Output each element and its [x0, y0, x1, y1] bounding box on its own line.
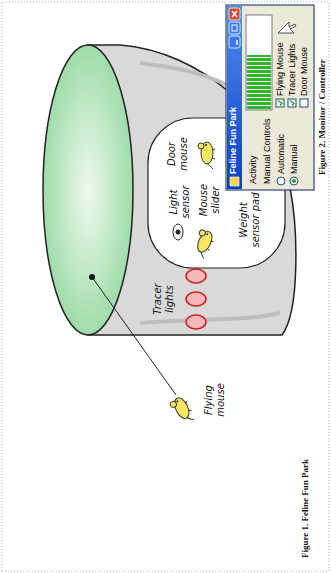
checkbox-label: Door Mouse — [299, 47, 310, 96]
figure-caption: Figure 2. Monitor / Controller — [317, 59, 328, 175]
part-label: Mouse slider — [198, 177, 222, 223]
part-label: Door mouse — [166, 131, 190, 177]
part-label: Light sensor — [168, 181, 192, 223]
window-title: Feline Fun Park — [228, 107, 239, 174]
part-label: Tracer lights — [152, 271, 176, 327]
checkbox-label: Tracer Lights — [287, 44, 298, 96]
figure-caption: Figure 1. Feline Fun Park — [300, 459, 311, 558]
controller-window: Feline Fun ParkActivityManual ControlsAu… — [226, 5, 314, 190]
part-label: Weight sensor pad — [238, 189, 262, 251]
radio-label: Manual — [289, 144, 300, 174]
radio-label: Automatic — [276, 134, 287, 174]
part-label: Flying mouse — [203, 375, 227, 425]
group-label: Manual Controls — [262, 118, 273, 184]
meter-label: Activity — [248, 155, 259, 184]
checkbox-label: Flying Mouse — [275, 42, 286, 96]
